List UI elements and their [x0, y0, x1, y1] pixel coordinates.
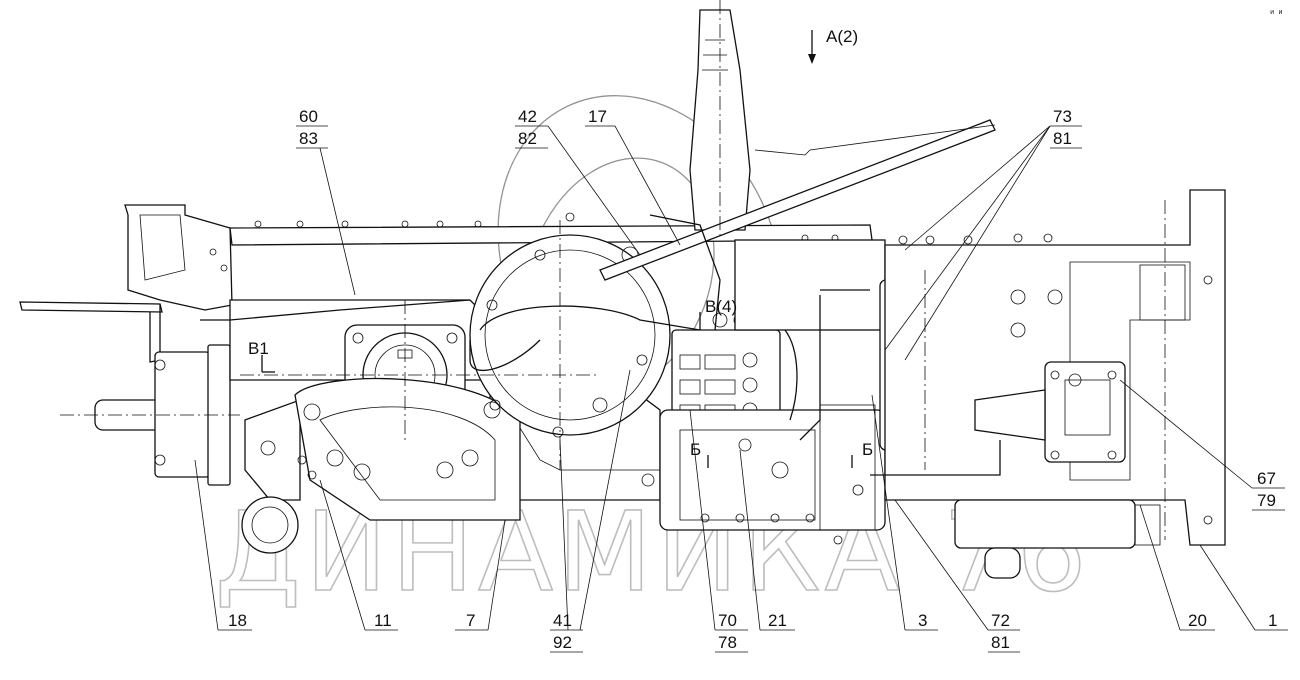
section-b-left: Б	[690, 440, 701, 459]
callout-21: 21	[739, 449, 795, 631]
callout-70-78-bottom: 78	[718, 633, 737, 652]
callout-7-label: 7	[466, 611, 475, 630]
callout-70-78: 70 78	[689, 409, 748, 653]
section-v4: B(4)	[705, 297, 737, 316]
callout-1-label: 1	[1268, 611, 1277, 630]
callout-17-label: 17	[588, 107, 607, 126]
callout-67-79: 67 79	[1119, 379, 1285, 511]
callout-41-92-bottom: 92	[553, 633, 572, 652]
callout-73-81: 73 81	[884, 107, 1082, 361]
callout-3-label: 3	[918, 611, 927, 630]
callout-7: 7	[455, 519, 506, 631]
callout-42-82-top: 42	[518, 107, 537, 126]
callouts: 60 83 42 82 17 73 81	[194, 107, 1288, 653]
callout-67-79-top: 67	[1257, 469, 1276, 488]
callout-41-92: 41 92	[550, 369, 631, 653]
callout-18: 18	[194, 459, 252, 631]
callout-73-81-bottom: 81	[1053, 129, 1072, 148]
callout-72-81: 72 81	[894, 499, 1020, 653]
callout-3: 3	[871, 394, 938, 631]
callout-20: 20	[1139, 504, 1215, 631]
callout-20-label: 20	[1188, 611, 1207, 630]
corner-mark: и и	[1270, 8, 1283, 16]
callout-72-81-bottom: 81	[991, 633, 1010, 652]
view-label: A(2)	[826, 27, 858, 46]
callout-18-label: 18	[228, 611, 247, 630]
callout-60-83: 60 83	[296, 107, 356, 296]
section-b-right: Б	[862, 440, 873, 459]
callout-11-label: 11	[374, 611, 392, 630]
callout-42-82-bottom: 82	[518, 129, 537, 148]
section-markers: B1 B(4) Б Б	[248, 297, 873, 468]
transmission-housing	[19, 9, 1226, 579]
callout-70-78-top: 70	[718, 611, 737, 630]
callout-42-82: 42 82	[515, 107, 641, 256]
callout-60-83-bottom: 83	[299, 129, 318, 148]
callout-11: 11	[319, 479, 398, 631]
callout-1: 1	[1199, 544, 1288, 631]
centre-lines	[60, 0, 1166, 540]
callout-72-81-top: 72	[991, 611, 1010, 630]
callout-60-83-top: 60	[299, 107, 318, 126]
callout-17: 17	[585, 107, 681, 246]
callout-73-81-top: 73	[1053, 107, 1072, 126]
callout-67-79-bottom: 79	[1257, 491, 1276, 510]
callout-41-92-top: 41	[553, 611, 572, 630]
section-b1: B1	[248, 339, 269, 358]
view-arrow	[808, 30, 816, 64]
callout-21-label: 21	[768, 611, 787, 630]
